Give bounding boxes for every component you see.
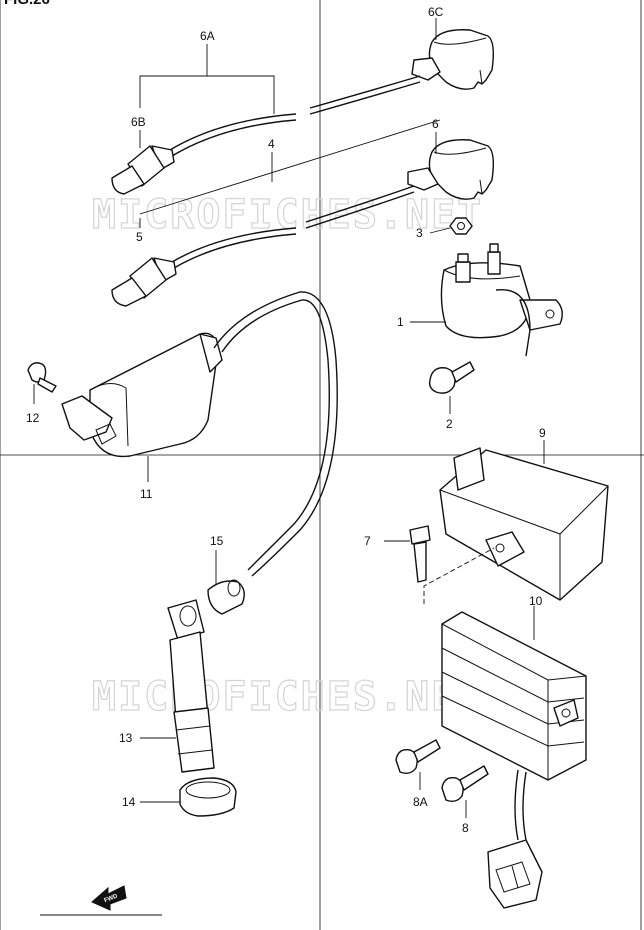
fwd-arrow-icon: FWD — [91, 885, 127, 911]
control-unit-9 — [439, 447, 609, 601]
bolt-8 — [441, 765, 489, 803]
plug-cap-6 — [407, 139, 495, 200]
wire-6 — [305, 185, 415, 223]
label-15: 15 — [210, 534, 224, 548]
regulator-rectifier-7 — [441, 611, 587, 781]
watermark-bottom: MICROFICHES.NET — [92, 674, 483, 720]
label-9: 9 — [539, 426, 546, 440]
label-4: 4 — [268, 137, 275, 151]
starter-relay-1 — [440, 243, 563, 357]
label-14: 14 — [122, 795, 136, 809]
plug-cap-6b — [111, 145, 175, 195]
regulator-lead — [514, 769, 519, 841]
label-10: 7 — [364, 534, 371, 548]
ignition-coil-11 — [61, 332, 223, 458]
bolt-8a — [395, 739, 441, 775]
watermark-top: MICROFICHES.NET — [92, 192, 483, 238]
wire-6b-b — [171, 119, 297, 157]
bracket-4 — [139, 119, 441, 215]
leader-9-dash — [423, 547, 495, 604]
plug-cap-5 — [111, 257, 177, 307]
bracket-6a — [139, 44, 275, 114]
label-7: 10 — [529, 594, 543, 608]
label-6c: 6C — [428, 5, 444, 19]
label-8a: 8A — [413, 795, 428, 809]
regulator-lead-b — [522, 771, 527, 841]
seal-14 — [179, 777, 237, 817]
leader-3 — [429, 227, 451, 234]
wire-6c — [309, 75, 421, 109]
bolt-10 — [409, 525, 431, 583]
label-1: 1 — [397, 315, 404, 329]
plug-cap-13 — [167, 599, 215, 773]
fwd-badge-text: FWD — [104, 893, 120, 904]
wire-5-b — [173, 233, 297, 269]
screw-12 — [27, 362, 57, 393]
wire-5-a — [171, 227, 297, 263]
figure-title: FIG.26 — [4, 0, 50, 8]
label-2: 2 — [446, 417, 453, 431]
coil-lead — [213, 291, 338, 577]
label-8: 8 — [462, 821, 469, 835]
coil-lead-b — [221, 299, 330, 571]
label-6a: 6A — [200, 29, 215, 43]
wire-6c-b — [309, 81, 421, 115]
label-6: 6 — [432, 117, 439, 131]
label-13: 13 — [119, 731, 133, 745]
wire-6b-a — [169, 113, 297, 151]
label-12: 12 — [26, 411, 40, 425]
regulator-connector — [487, 839, 543, 909]
bolt-2 — [428, 361, 475, 394]
plug-cap-6c — [411, 29, 495, 90]
wire-6-b — [305, 191, 415, 229]
label-6b: 6B — [131, 115, 146, 129]
label-3: 3 — [416, 226, 423, 240]
label-11: 11 — [140, 487, 153, 501]
nut-3 — [449, 217, 473, 235]
cap-15 — [207, 579, 245, 615]
label-5: 5 — [136, 230, 143, 244]
